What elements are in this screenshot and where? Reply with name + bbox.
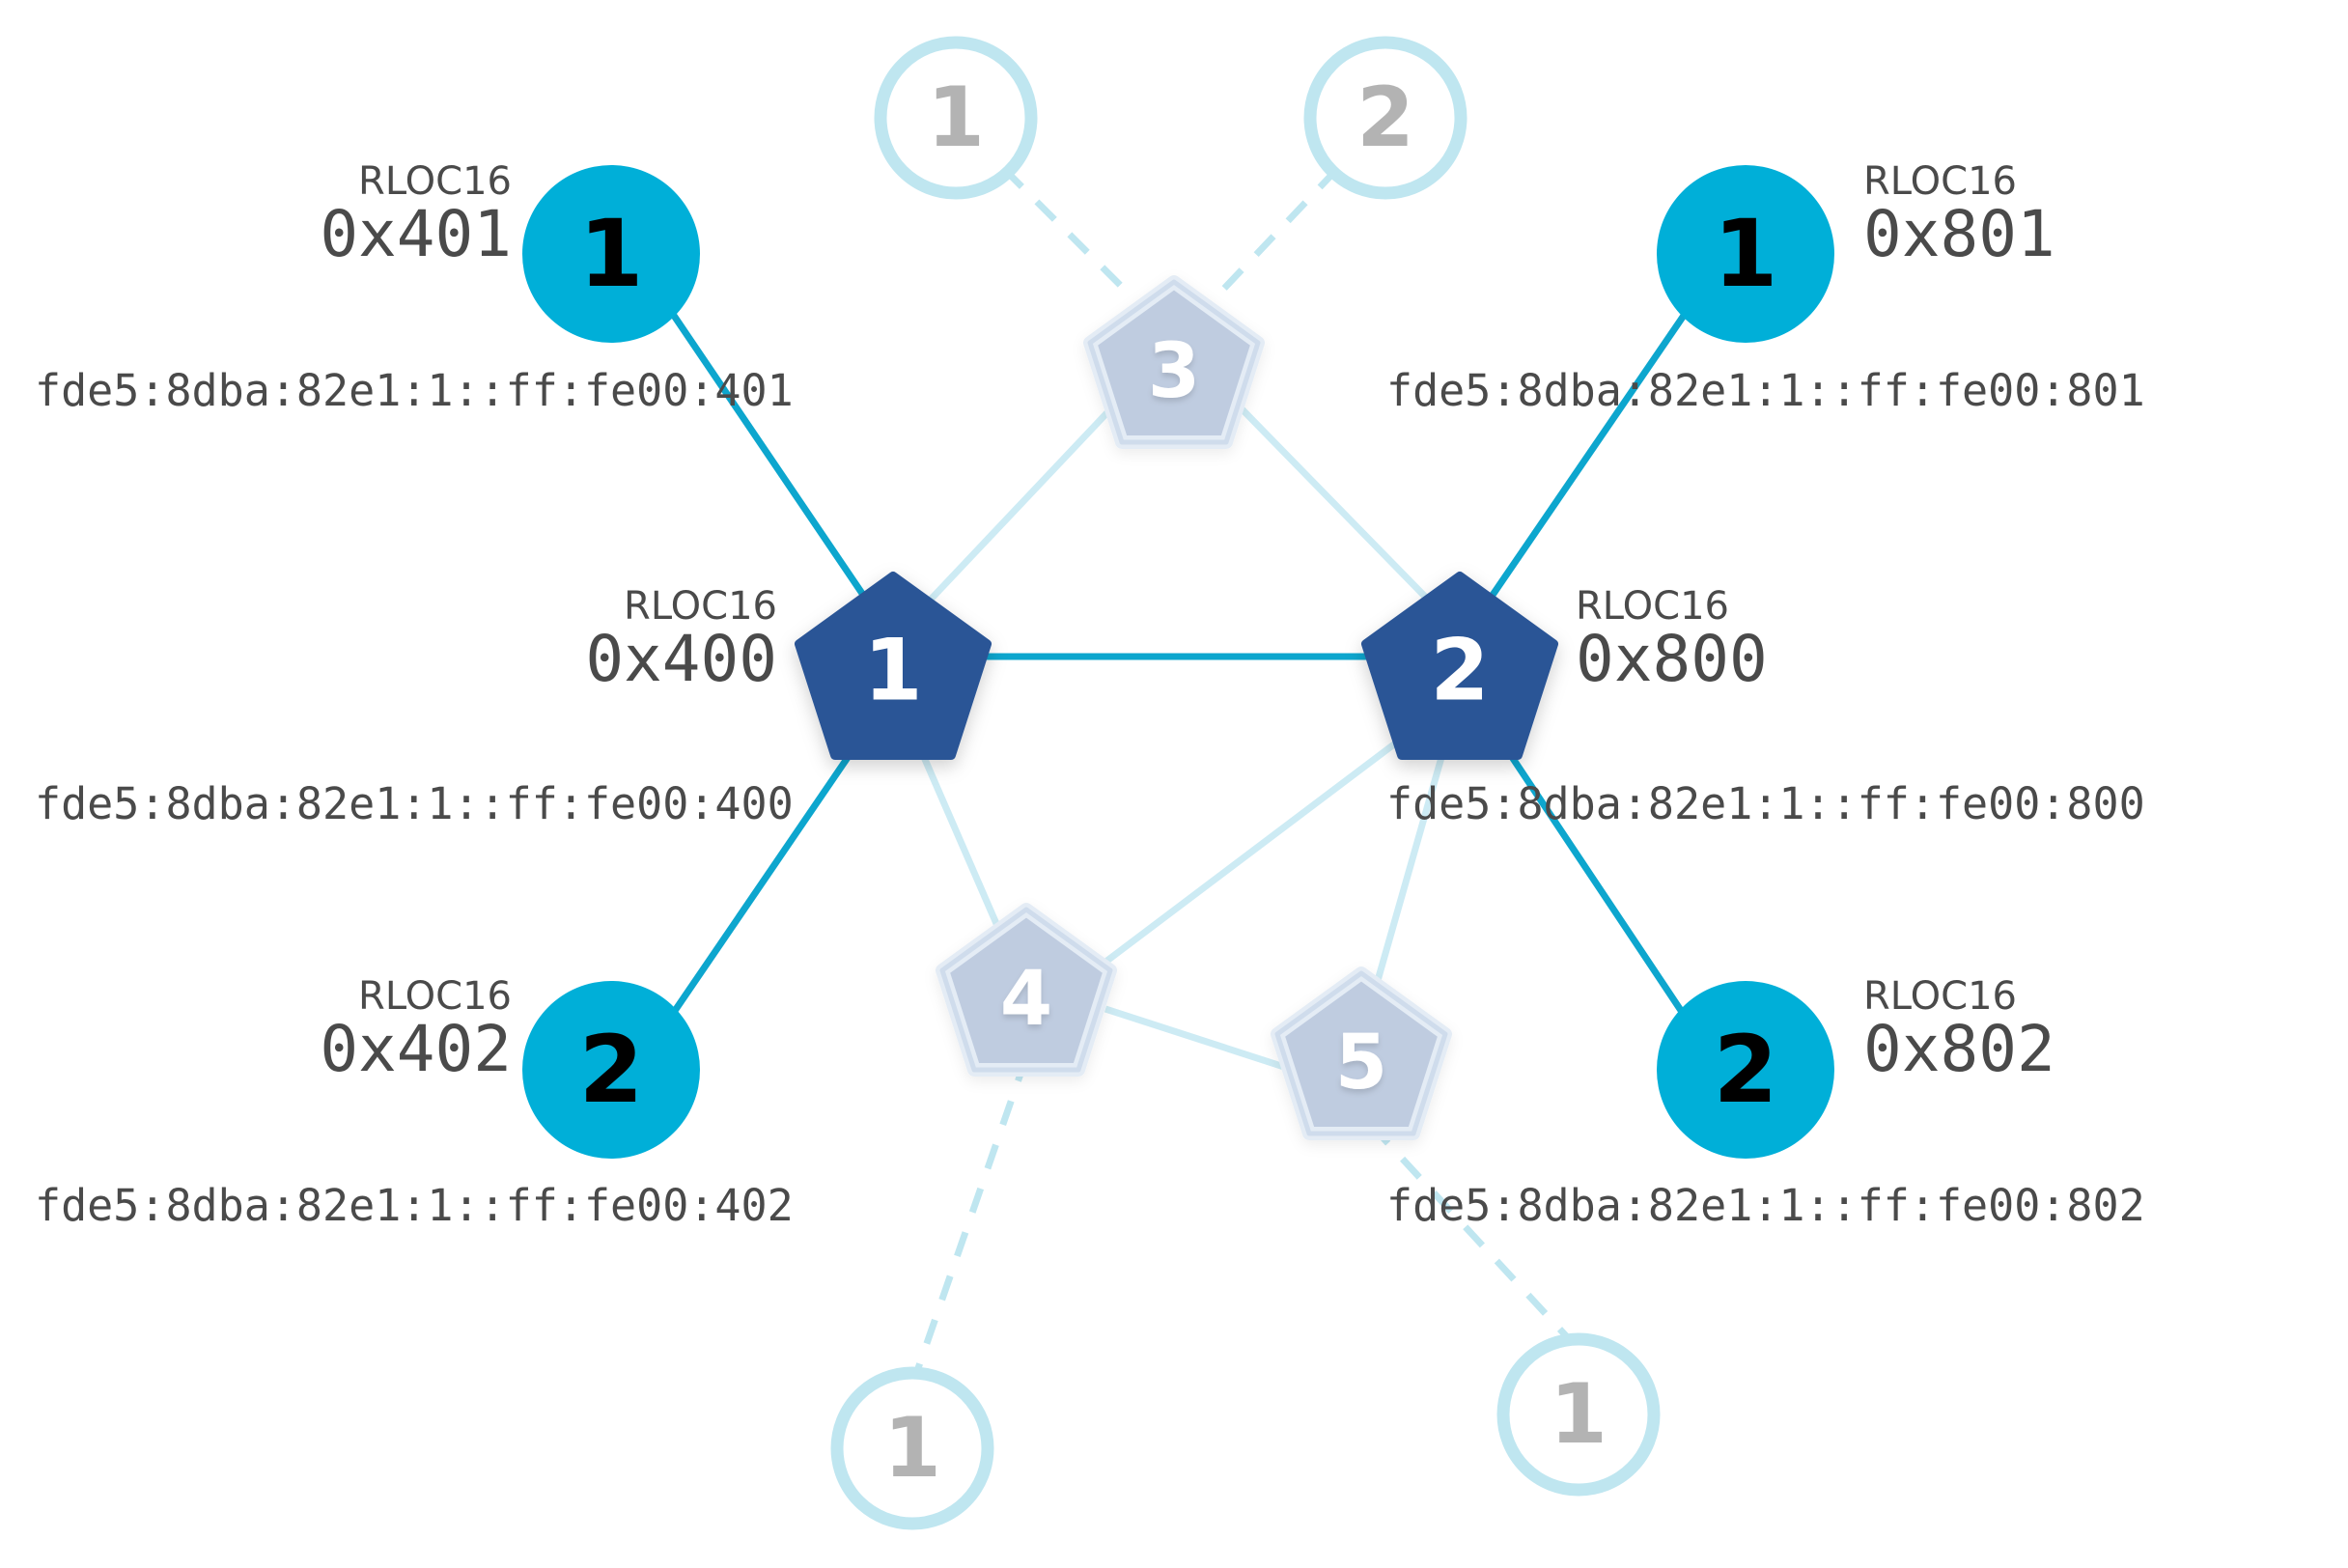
faded-link-router4-router2b <box>1098 726 1417 968</box>
faded-router-badge: 4 <box>1000 956 1052 1043</box>
child-802-ipv6: fde5:8dba:82e1:1::ff:fe00:802 <box>1386 1180 2145 1231</box>
link-child802-router2 <box>1484 717 1692 1025</box>
router-400-rloc-value: 0x400 <box>585 622 777 696</box>
faded-link-bottomleftchild-router4 <box>913 1055 1030 1373</box>
router-800-rloc-value: 0x800 <box>1576 622 1768 696</box>
router-800-rloc-caption: RLOC16 <box>1576 584 1729 629</box>
child-node-801[interactable]: 1 <box>1657 165 1834 343</box>
child-801-ipv6: fde5:8dba:82e1:1::ff:fe00:801 <box>1386 365 2145 416</box>
link-child801-router2 <box>1484 302 1694 605</box>
child-badge: 1 <box>1714 200 1778 308</box>
child-401-rloc-value: 0x401 <box>320 197 512 271</box>
child-badge: 1 <box>579 200 644 308</box>
faded-child-badge: 1 <box>1550 1366 1607 1463</box>
faded-child-bottom-right[interactable]: 1 <box>1496 1332 1661 1497</box>
router-badge: 1 <box>863 621 922 720</box>
faded-child-bottom-left[interactable]: 1 <box>830 1366 994 1530</box>
child-802-rloc-value: 0x802 <box>1863 1012 2055 1086</box>
faded-router-4[interactable]: 4 <box>936 903 1117 1077</box>
faded-router-5[interactable]: 5 <box>1271 966 1452 1140</box>
child-402-rloc-caption: RLOC16 <box>358 974 512 1019</box>
child-badge: 2 <box>1714 1016 1778 1124</box>
router-800-ipv6: fde5:8dba:82e1:1::ff:fe00:800 <box>1386 778 2145 829</box>
router-node-400[interactable]: 1 <box>795 572 992 760</box>
faded-link-router3-router1 <box>924 388 1131 606</box>
child-402-label-block: RLOC16 0x402 <box>29 977 512 1082</box>
child-401-ipv6: fde5:8dba:82e1:1::ff:fe00:401 <box>35 365 794 416</box>
faded-link-topleftchild-router3 <box>1001 166 1137 302</box>
router-400-label-block: RLOC16 0x400 <box>280 587 777 692</box>
faded-link-router4-router5 <box>1104 1005 1286 1071</box>
router-node-800[interactable]: 2 <box>1361 572 1558 760</box>
faded-link-bottomrightchild-router5 <box>1368 1122 1575 1345</box>
child-node-401[interactable]: 1 <box>522 165 700 343</box>
child-401-rloc-caption: RLOC16 <box>358 159 512 204</box>
faded-child-badge: 2 <box>1356 70 1414 166</box>
faded-link-router5-router2 <box>1367 733 1452 1005</box>
router-400-rloc-caption: RLOC16 <box>624 584 777 629</box>
faded-child-badge: 1 <box>883 1400 941 1497</box>
child-801-rloc-value: 0x801 <box>1863 197 2055 271</box>
link-child402-router1 <box>663 717 877 1025</box>
child-node-402[interactable]: 2 <box>522 981 700 1159</box>
router-800-label-block: RLOC16 0x800 <box>1576 587 2116 692</box>
child-badge: 2 <box>579 1016 644 1124</box>
faded-router-badge: 5 <box>1335 1020 1387 1106</box>
child-402-ipv6: fde5:8dba:82e1:1::ff:fe00:402 <box>35 1180 794 1231</box>
child-node-802[interactable]: 2 <box>1657 981 1834 1159</box>
child-402-rloc-value: 0x402 <box>320 1012 512 1086</box>
router-400-ipv6: fde5:8dba:82e1:1::ff:fe00:400 <box>35 778 794 829</box>
faded-child-top-right[interactable]: 2 <box>1303 36 1468 200</box>
faded-router-badge: 3 <box>1148 328 1200 415</box>
child-802-rloc-caption: RLOC16 <box>1863 974 2017 1019</box>
faded-link-router3-router2 <box>1221 388 1435 606</box>
child-802-label-block: RLOC16 0x802 <box>1863 977 2348 1082</box>
child-401-label-block: RLOC16 0x401 <box>29 162 512 267</box>
faded-link-toprightchild-router3 <box>1216 166 1340 297</box>
child-801-label-block: RLOC16 0x801 <box>1863 162 2348 267</box>
router-badge: 2 <box>1430 621 1489 720</box>
link-child401-router1 <box>663 302 872 605</box>
faded-child-badge: 1 <box>927 70 985 166</box>
faded-router-3[interactable]: 3 <box>1083 275 1265 449</box>
faded-child-top-left[interactable]: 1 <box>874 36 1038 200</box>
faded-link-group <box>904 166 1575 1373</box>
child-801-rloc-caption: RLOC16 <box>1863 159 2017 204</box>
active-link-group <box>663 302 1694 1025</box>
